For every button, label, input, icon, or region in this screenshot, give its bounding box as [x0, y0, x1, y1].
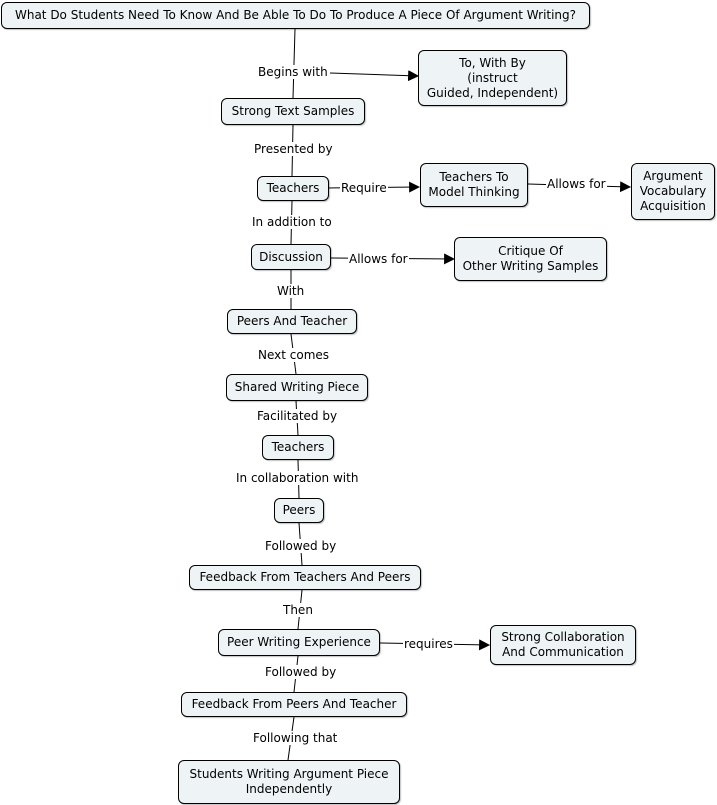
concept-shared-writing-piece[interactable]: Shared Writing Piece [226, 374, 368, 401]
link-label-allows-for: Allows for [348, 252, 409, 266]
concept-teachers[interactable]: Teachers [257, 176, 329, 201]
link-label-followed-by: Followed by [264, 539, 338, 553]
link-label-in-addition-to: In addition to [251, 215, 333, 229]
link-label-allows-for: Allows for [546, 177, 607, 191]
concept-teachers[interactable]: Teachers [262, 435, 334, 460]
link-label-require: Require [340, 181, 388, 195]
edge-arrow [329, 70, 420, 82]
link-label-requires: requires [403, 637, 454, 651]
concept-independent-writing[interactable]: Students Writing Argument Piece Independ… [178, 760, 400, 804]
concept-strong-collaboration[interactable]: Strong Collaboration And Communication [490, 625, 636, 665]
concept-feedback-teachers-peers[interactable]: Feedback From Teachers And Peers [189, 565, 421, 590]
concept-peers-and-teacher[interactable]: Peers And Teacher [227, 309, 357, 334]
concept-peer-writing-experience[interactable]: Peer Writing Experience [218, 629, 380, 656]
link-label-with: With [276, 284, 306, 298]
edge-line [292, 28, 296, 99]
link-label-begins-with: Begins with [257, 65, 329, 79]
concept-feedback-peers-teacher[interactable]: Feedback From Peers And Teacher [181, 692, 407, 717]
link-label-followed-by: Followed by [264, 665, 338, 679]
link-label-following-that: Following that [252, 731, 339, 745]
link-label-facilitated-by: Facilitated by [256, 409, 339, 423]
link-label-in-collaboration-with: In collaboration with [235, 471, 360, 485]
link-label-presented-by: Presented by [253, 142, 334, 156]
concept-to-with-by[interactable]: To, With By (instruct Guided, Independen… [418, 50, 567, 106]
concept-teachers-model-thinking[interactable]: Teachers To Model Thinking [420, 163, 528, 207]
concept-argument-vocabulary[interactable]: Argument Vocabulary Acquisition [631, 163, 715, 220]
link-label-then: Then [282, 603, 314, 617]
concept-critique[interactable]: Critique Of Other Writing Samples [454, 237, 607, 281]
concept-root-question[interactable]: What Do Students Need To Know And Be Abl… [1, 2, 590, 29]
concept-peers[interactable]: Peers [274, 498, 324, 523]
link-label-next-comes: Next comes [257, 348, 331, 362]
concept-strong-text-samples[interactable]: Strong Text Samples [221, 98, 365, 125]
concept-discussion[interactable]: Discussion [251, 244, 331, 270]
